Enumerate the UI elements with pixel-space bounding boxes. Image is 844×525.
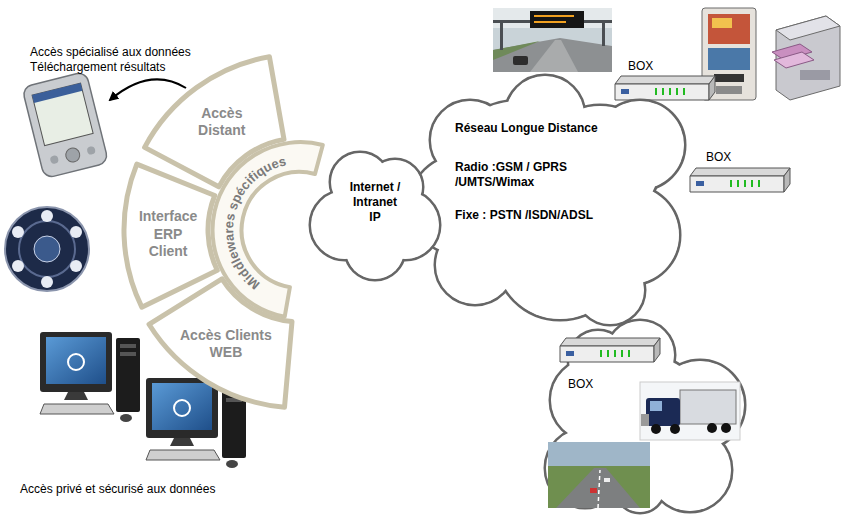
segment-label: Interface ERP Client bbox=[133, 208, 203, 261]
truck-photo bbox=[640, 382, 740, 440]
computer bbox=[40, 332, 140, 422]
router-box bbox=[615, 76, 715, 100]
ring-label: Middlewares spécifiques bbox=[221, 153, 287, 292]
ring-label: Middlewares spécifiques bbox=[221, 153, 287, 292]
node-outline bbox=[145, 274, 296, 412]
segment-label: Accès Clients WEB bbox=[171, 327, 281, 362]
access-segment: Accès Clients WEB bbox=[145, 274, 296, 412]
network-cloud: Réseau Longue DistanceRadio :GSM / GPRS … bbox=[406, 71, 689, 329]
printer-machine bbox=[772, 16, 840, 100]
device-label: BOX bbox=[706, 150, 731, 164]
device-label: BOX bbox=[568, 377, 593, 391]
leader-arrow bbox=[110, 79, 186, 100]
pda-device bbox=[22, 71, 109, 178]
segment-label: Accès Distant bbox=[182, 105, 262, 140]
highway-photo bbox=[548, 442, 650, 508]
cloud-outline bbox=[545, 320, 745, 513]
node-title: Internet / Intranet IP bbox=[347, 180, 403, 225]
note-label: Accès spécialisé aux données bbox=[30, 45, 191, 59]
node-title: Réseau Longue Distance bbox=[455, 121, 630, 136]
node-text: Radio :GSM / GPRS /UMTS/Wimax bbox=[455, 160, 590, 190]
device-label: BOX bbox=[628, 59, 653, 73]
node-outline bbox=[406, 71, 689, 329]
node-text: Fixe : PSTN /ISDN/ADSL bbox=[455, 208, 630, 223]
network-cloud: Internet / Intranet IP bbox=[306, 148, 444, 284]
router-box bbox=[560, 338, 660, 362]
note-label: Téléchargement résultats bbox=[30, 60, 165, 74]
highway-sign-photo bbox=[493, 8, 612, 72]
router-box bbox=[690, 168, 790, 192]
erp-wheel bbox=[5, 207, 89, 291]
note-label: Accès privé et sécurisé aux données bbox=[20, 482, 215, 496]
